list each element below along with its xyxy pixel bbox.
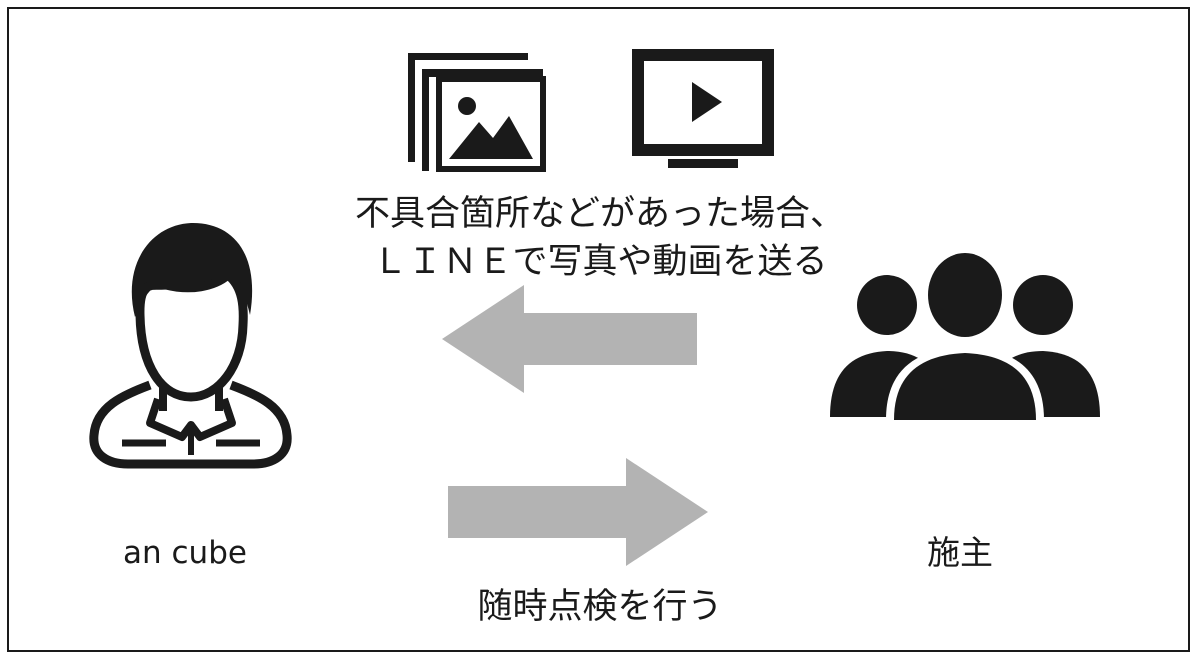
caption-inspection: 随時点検を行う <box>477 587 723 627</box>
caption-line-send-photos: 不具合箇所などがあった場合、 ＬＩＮＥで写真や動画を送る <box>300 190 900 286</box>
actor-label-owner: 施主 <box>927 533 993 572</box>
person-icon <box>89 222 292 469</box>
video-play-icon <box>632 49 774 168</box>
photo-gallery-icon <box>408 53 546 172</box>
caption-top-line1: 不具合箇所などがあった場合、 <box>354 194 845 234</box>
diagram-frame <box>7 7 1190 652</box>
arrow-left-send <box>442 285 697 393</box>
caption-top-line2: ＬＩＮＥで写真や動画を送る <box>372 242 828 282</box>
arrow-right-inspect <box>448 458 708 566</box>
actor-label-ancube: an cube <box>123 535 247 571</box>
group-icon <box>830 249 1100 420</box>
